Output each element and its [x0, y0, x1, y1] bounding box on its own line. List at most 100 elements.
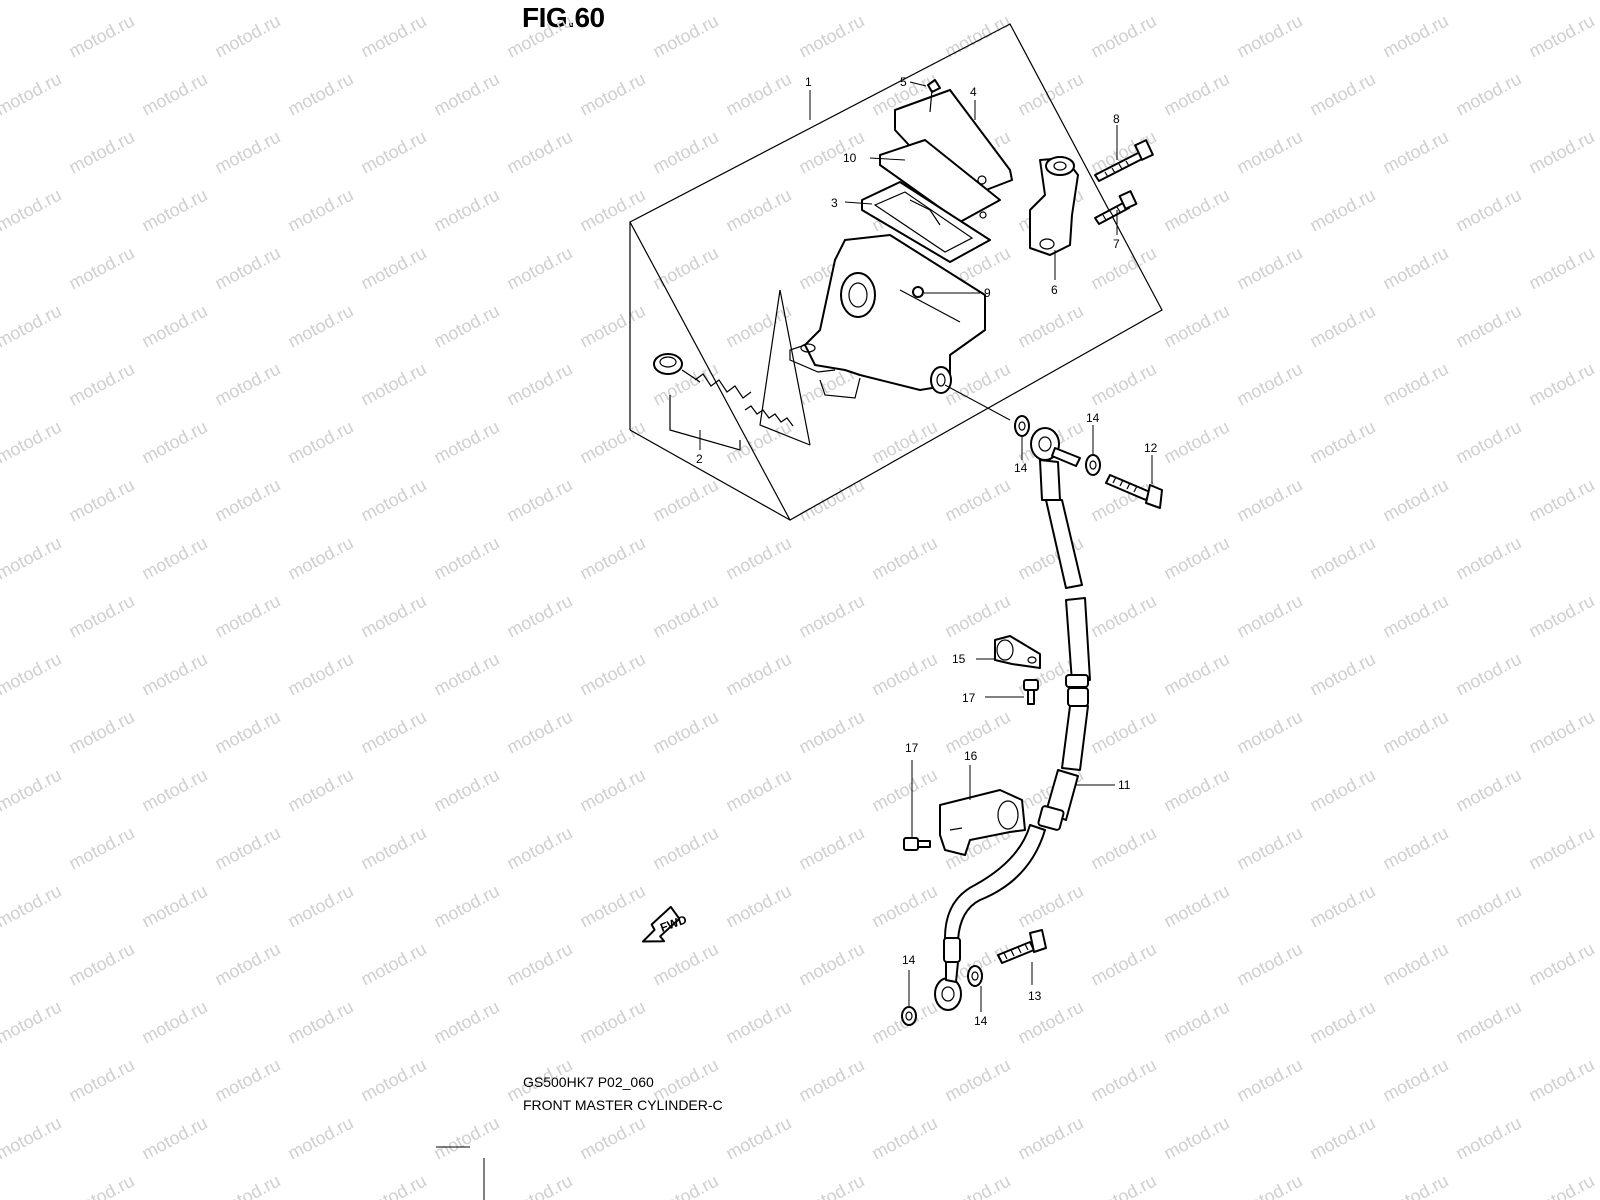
watermark-text: motod.ru	[649, 243, 721, 294]
watermark-text: motod.ru	[1525, 939, 1597, 990]
watermark-text: motod.ru	[868, 533, 940, 584]
watermark-text: motod.ru	[576, 417, 648, 468]
callout-14-b: 14	[1086, 411, 1100, 425]
watermark-text: motod.ru	[284, 1113, 356, 1164]
watermark-text: motod.ru	[211, 11, 283, 62]
watermark-text: motod.ru	[649, 127, 721, 178]
watermark-text: motod.ru	[430, 649, 502, 700]
watermark-text: motod.ru	[65, 1171, 137, 1200]
watermark-text: motod.ru	[1525, 1171, 1597, 1200]
brake-hose	[934, 427, 1091, 1011]
piston-set	[653, 289, 811, 451]
union-bolt-lower	[997, 929, 1047, 964]
watermark-text: motod.ru	[138, 301, 210, 352]
watermark-text: motod.ru	[1306, 301, 1378, 352]
watermark-text: motod.ru	[430, 997, 502, 1048]
watermark-text: motod.ru	[138, 1113, 210, 1164]
watermark-text: motod.ru	[430, 1113, 502, 1164]
watermark-text: motod.ru	[138, 417, 210, 468]
watermark-text: motod.ru	[430, 417, 502, 468]
callout-6: 6	[1051, 283, 1058, 297]
watermark-text: motod.ru	[795, 127, 867, 178]
watermark-text: motod.ru	[1233, 707, 1305, 758]
watermark-text: motod.ru	[941, 475, 1013, 526]
watermark-text: motod.ru	[1525, 243, 1597, 294]
watermark-text: motod.ru	[284, 881, 356, 932]
watermark-text: motod.ru	[941, 707, 1013, 758]
watermark-text: motod.ru	[1233, 243, 1305, 294]
watermark-text: motod.ru	[1233, 939, 1305, 990]
watermark-text: motod.ru	[357, 1171, 429, 1200]
washer-upper-right	[1085, 454, 1101, 476]
watermark-text: motod.ru	[0, 185, 65, 236]
watermark-text: motod.ru	[284, 301, 356, 352]
watermark-text: motod.ru	[722, 185, 794, 236]
watermark-text: motod.ru	[1306, 765, 1378, 816]
watermark-text: motod.ru	[1379, 243, 1451, 294]
watermark-text: motod.ru	[284, 0, 356, 4]
watermark-text: motod.ru	[722, 881, 794, 932]
watermark-text: motod.ru	[722, 765, 794, 816]
watermark-text: motod.ru	[576, 997, 648, 1048]
watermark-text: motod.ru	[868, 765, 940, 816]
watermark-text: motod.ru	[722, 533, 794, 584]
watermark-text: motod.ru	[1452, 997, 1524, 1048]
watermark-text: motod.ru	[138, 0, 210, 4]
figure-code: GS500HK7 P02_060	[523, 1074, 654, 1090]
washer-lower-left	[901, 1006, 917, 1026]
watermark-text: motod.ru	[138, 533, 210, 584]
watermark-text: motod.ru	[1087, 1055, 1159, 1106]
watermark-text: motod.ru	[1525, 707, 1597, 758]
watermark-text: motod.ru	[503, 1171, 575, 1200]
watermark-text: motod.ru	[1525, 11, 1597, 62]
watermark-text: motod.ru	[1306, 997, 1378, 1048]
diaphragm-plate	[879, 139, 1001, 223]
callout-9: 9	[984, 286, 991, 300]
watermark-text: motod.ru	[430, 0, 502, 4]
watermark-text: motod.ru	[1160, 765, 1232, 816]
watermark-text: motod.ru	[65, 939, 137, 990]
watermark-text: motod.ru	[1452, 1113, 1524, 1164]
callout-12: 12	[1144, 441, 1158, 455]
watermark-text: motod.ru	[1379, 1055, 1451, 1106]
watermark-text: motod.ru	[576, 533, 648, 584]
diaphragm	[861, 181, 991, 263]
watermark-text: motod.ru	[1014, 301, 1086, 352]
clamp-bolt-lower	[1094, 190, 1138, 225]
watermark-text: motod.ru	[868, 417, 940, 468]
watermark-text: motod.ru	[211, 823, 283, 874]
watermark-text: motod.ru	[722, 0, 794, 4]
watermark-text: motod.ru	[430, 533, 502, 584]
watermark-text: motod.ru	[138, 765, 210, 816]
watermark-text: motod.ru	[284, 765, 356, 816]
watermark-text: motod.ru	[1233, 591, 1305, 642]
watermark-text: motod.ru	[576, 69, 648, 120]
watermark-text: motod.ru	[138, 69, 210, 120]
watermark-text: motod.ru	[0, 881, 65, 932]
watermark-text: motod.ru	[0, 301, 65, 352]
watermark-text: motod.ru	[503, 823, 575, 874]
watermark-text: motod.ru	[65, 475, 137, 526]
callout-5: 5	[900, 75, 907, 89]
watermark-text: motod.ru	[211, 591, 283, 642]
watermark-text: motod.ru	[211, 475, 283, 526]
watermark-text: motod.ru	[576, 649, 648, 700]
watermark-text: motod.ru	[357, 475, 429, 526]
watermark-text: motod.ru	[503, 939, 575, 990]
clamp-bolt-17-upper	[1023, 679, 1039, 705]
watermark-text: motod.ru	[138, 881, 210, 932]
watermark-text: motod.ru	[65, 359, 137, 410]
watermark-text: motod.ru	[1233, 1055, 1305, 1106]
watermark-text: motod.ru	[1379, 127, 1451, 178]
watermark-text: motod.ru	[430, 69, 502, 120]
watermark-text: motod.ru	[357, 591, 429, 642]
watermark-text: motod.ru	[0, 417, 65, 468]
watermark-text: motod.ru	[1160, 417, 1232, 468]
watermark-text: motod.ru	[941, 591, 1013, 642]
watermark-text: motod.ru	[1233, 475, 1305, 526]
watermark-text: motod.ru	[357, 127, 429, 178]
watermark-text: motod.ru	[1525, 591, 1597, 642]
watermark-text: motod.ru	[1233, 1171, 1305, 1200]
watermark-text: motod.ru	[1525, 1055, 1597, 1106]
